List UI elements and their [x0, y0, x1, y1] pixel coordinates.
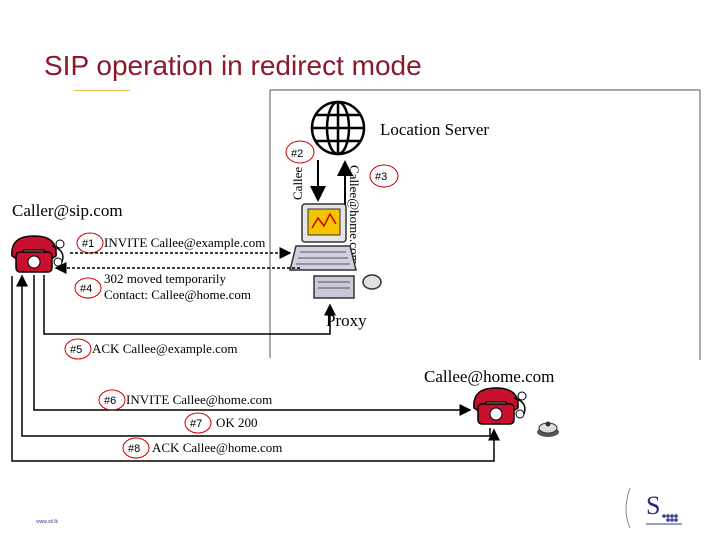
svg-text:#2: #2: [291, 148, 303, 160]
message-1-invite: INVITE Callee@example.com: [104, 235, 265, 250]
location-server-label: Location Server: [380, 120, 489, 139]
proxy-computer-icon: [289, 203, 382, 299]
caller-phone-icon: [11, 235, 65, 273]
svg-text:#6: #6: [104, 395, 116, 407]
message-4-302: 302 moved temporarily: [104, 271, 227, 286]
message-7-ok: OK 200: [216, 415, 258, 430]
message-4-contact: Contact: Callee@home.com: [104, 287, 251, 302]
message-8-ack: ACK Callee@home.com: [152, 440, 282, 455]
vertical-label-callee: Callee: [290, 167, 305, 200]
globe-icon: [310, 100, 366, 156]
step-3-badge: #3: [369, 164, 399, 188]
callee-phone-icon: [473, 387, 527, 425]
svg-text:#1: #1: [82, 238, 94, 250]
svg-text:S: S: [646, 491, 660, 520]
svg-text:#7: #7: [190, 418, 202, 430]
step-8-badge: #8: [122, 437, 150, 459]
arrow-6-invite: [33, 275, 472, 416]
step-7-badge: #7: [184, 412, 212, 434]
title-accent-line: [74, 90, 130, 91]
company-logo: S: [625, 487, 682, 529]
step-5-badge: #5: [64, 338, 92, 360]
proxy-label: Proxy: [326, 311, 367, 330]
svg-text:#5: #5: [70, 344, 82, 356]
step-6-badge: #6: [98, 389, 126, 411]
message-6-invite: INVITE Callee@home.com: [126, 392, 272, 407]
step-2-badge: #2: [285, 140, 315, 164]
server-frame: [269, 89, 701, 360]
footer-url[interactable]: www.sti.lk: [36, 519, 58, 525]
svg-text:#3: #3: [375, 171, 387, 183]
step-4-badge: #4: [74, 277, 102, 299]
message-5-ack: ACK Callee@example.com: [92, 341, 238, 356]
ringer-icon: [537, 421, 559, 437]
callee-label: Callee@home.com: [424, 367, 554, 386]
step-1-badge: #1: [76, 232, 104, 254]
svg-text:#8: #8: [128, 443, 140, 455]
caller-label: Caller@sip.com: [12, 201, 123, 220]
arrow-7-ok: [16, 274, 491, 437]
slide-title: SIP operation in redirect mode: [44, 50, 422, 81]
vertical-label-callee-home: Callee@home.com: [347, 165, 362, 265]
arrow-5-ack: [43, 275, 336, 335]
svg-text:#4: #4: [80, 283, 92, 295]
arrow-8-ack: [11, 276, 500, 462]
